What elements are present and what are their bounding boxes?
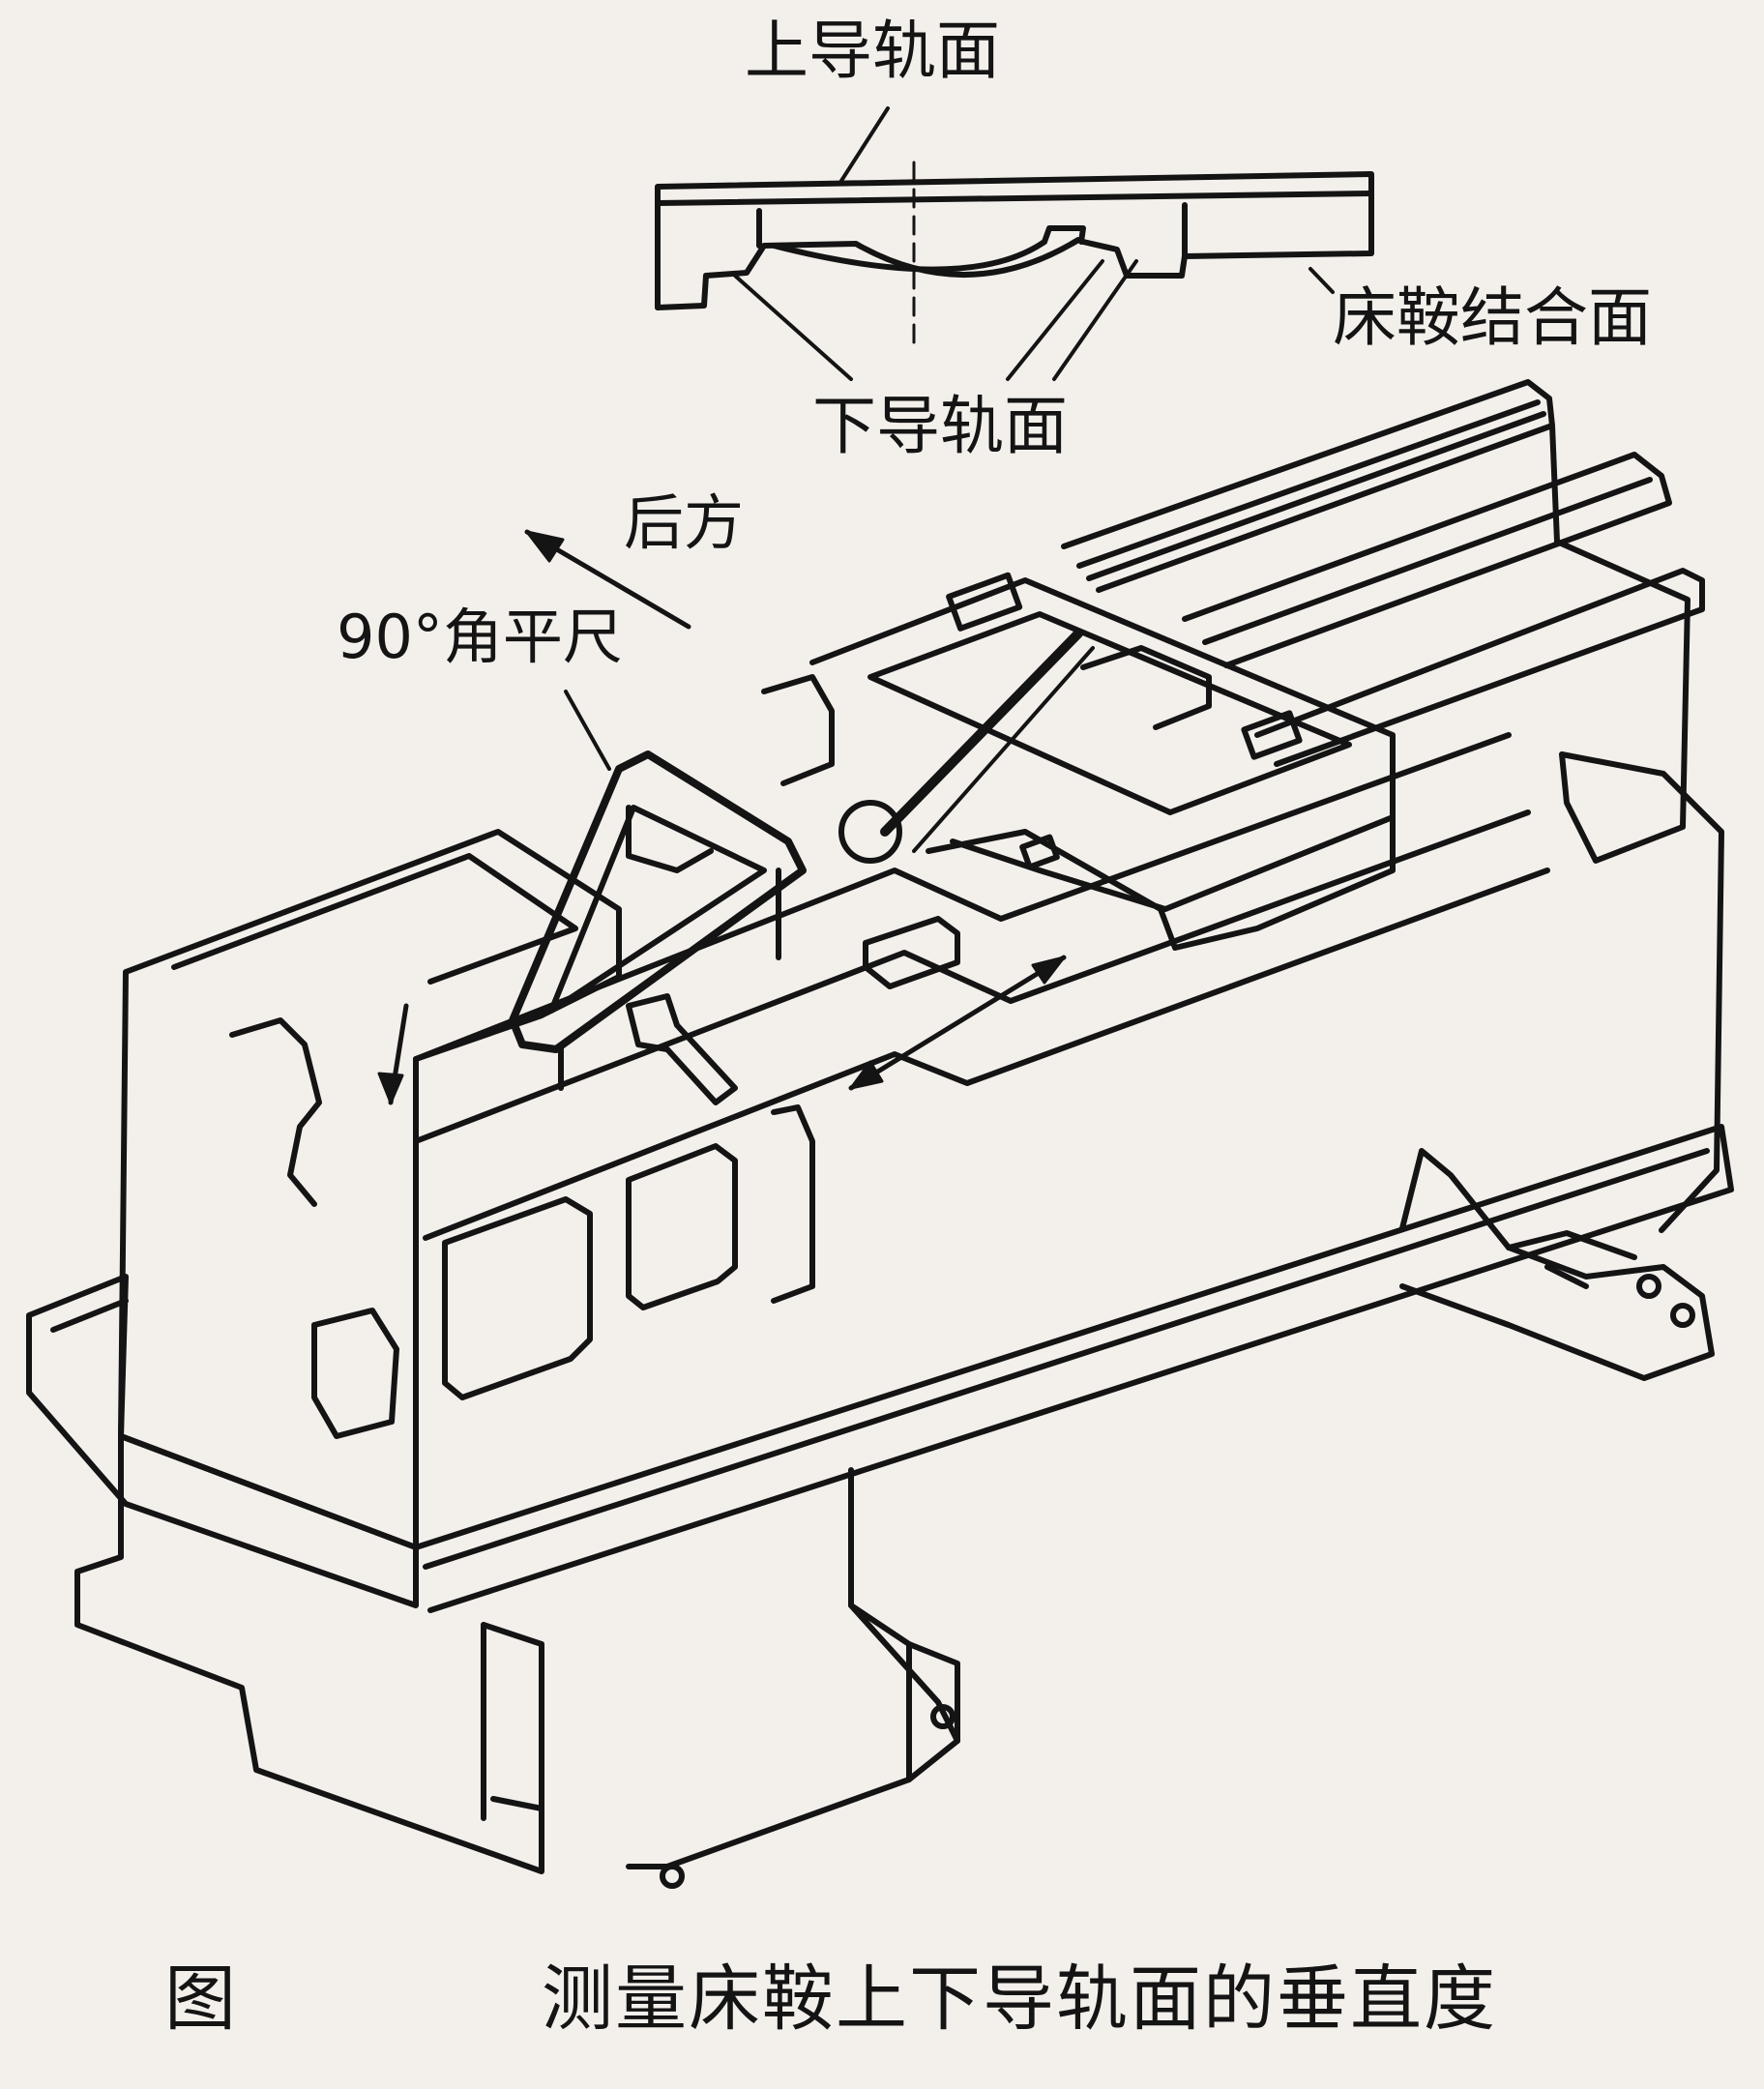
leg-left-inner xyxy=(481,1622,544,1821)
bed-left-box-top xyxy=(171,853,578,985)
saddle-pad-1 xyxy=(946,572,1023,632)
label-saddle-joint: 床鞍结合面 xyxy=(1333,280,1652,355)
travel-arrow-head-2 xyxy=(1031,956,1066,985)
leg-left xyxy=(74,1433,544,1874)
saddle-left-bracket xyxy=(761,674,835,786)
label-lower-guide: 下导轨面 xyxy=(812,389,1068,463)
bed-front-window-1 xyxy=(442,1196,593,1400)
angle-square xyxy=(509,690,807,1105)
foot-bolt-2 xyxy=(930,1704,956,1729)
leg-right-lower xyxy=(1506,1230,1637,1289)
chip-tray-inner xyxy=(50,1148,1710,1570)
caption-text: 测量床鞍上下导轨面的垂直度 xyxy=(542,1957,1497,2041)
front-rail-top xyxy=(413,732,1512,1062)
saddle xyxy=(761,572,1396,1091)
square-inner-tab xyxy=(626,805,714,873)
leader-lower-right xyxy=(1052,259,1138,381)
bed-left-box-step xyxy=(229,1017,322,1207)
dial-indicator xyxy=(626,993,738,1105)
lathe-bed xyxy=(26,379,1734,1889)
leg-right xyxy=(1399,1148,1715,1381)
rear-rail-top xyxy=(1061,379,1555,593)
square-outer xyxy=(509,750,807,1053)
bed-far-end-support xyxy=(1559,751,1724,1233)
rear-rail-groove-2 xyxy=(1086,411,1546,581)
indicator-ball xyxy=(838,800,902,864)
front-rail-3 xyxy=(423,868,1550,1241)
foot-bolt-4 xyxy=(1636,1274,1661,1299)
square-inner xyxy=(548,805,767,1014)
rear-rail-2 xyxy=(1182,452,1672,668)
rear-arrow xyxy=(524,529,691,630)
label-rear: 后方 xyxy=(624,487,745,558)
caption-fig: 图 xyxy=(164,1957,236,2041)
leader-joint xyxy=(1308,267,1335,294)
rear-rail-groove-1 xyxy=(1076,399,1541,569)
carriage-rod-2 xyxy=(912,646,1095,853)
leader-lower-left xyxy=(733,274,853,381)
leader-lower-mid xyxy=(1006,259,1104,381)
saddle-body xyxy=(809,577,1396,912)
foot-bolt-1 xyxy=(660,1864,685,1889)
leader-square xyxy=(564,690,611,771)
saddle-top-edge xyxy=(655,191,1374,206)
saddle-center-notch xyxy=(1042,225,1086,245)
saddle-lower-rim xyxy=(926,814,1396,951)
saddle-section xyxy=(655,106,1374,381)
arrow-down-left-head xyxy=(377,1072,404,1104)
label-upper-guide: 上导轨面 xyxy=(745,14,1000,88)
label-square: 90°角平尺 xyxy=(337,602,623,672)
bed-hole xyxy=(311,1308,399,1439)
rear-rail-2-groove xyxy=(1202,477,1653,645)
chip-tray-long xyxy=(413,1124,1734,1613)
leader-upper-guide xyxy=(838,106,890,186)
saddle-front-block xyxy=(1080,645,1212,730)
bed-front-window-2 xyxy=(626,1143,738,1310)
rear-rail-3 xyxy=(1254,568,1705,767)
bed-front-web xyxy=(771,1104,815,1304)
travel-arrow xyxy=(848,955,1067,1091)
saddle-pad-2 xyxy=(1241,710,1303,760)
saddle-inner-arc xyxy=(771,239,1047,273)
foot-bolt-3 xyxy=(1670,1303,1695,1328)
saddle-body-top xyxy=(867,611,1352,815)
chip-tray xyxy=(26,1274,419,1608)
bed-far-end xyxy=(1549,423,1690,864)
carriage-rod xyxy=(880,629,1083,837)
saddle-slide-block xyxy=(863,916,960,989)
leg-mid-feet xyxy=(848,1603,960,1782)
travel-arrow-head-1 xyxy=(849,1060,884,1090)
saddle-section-outline xyxy=(655,171,1374,310)
